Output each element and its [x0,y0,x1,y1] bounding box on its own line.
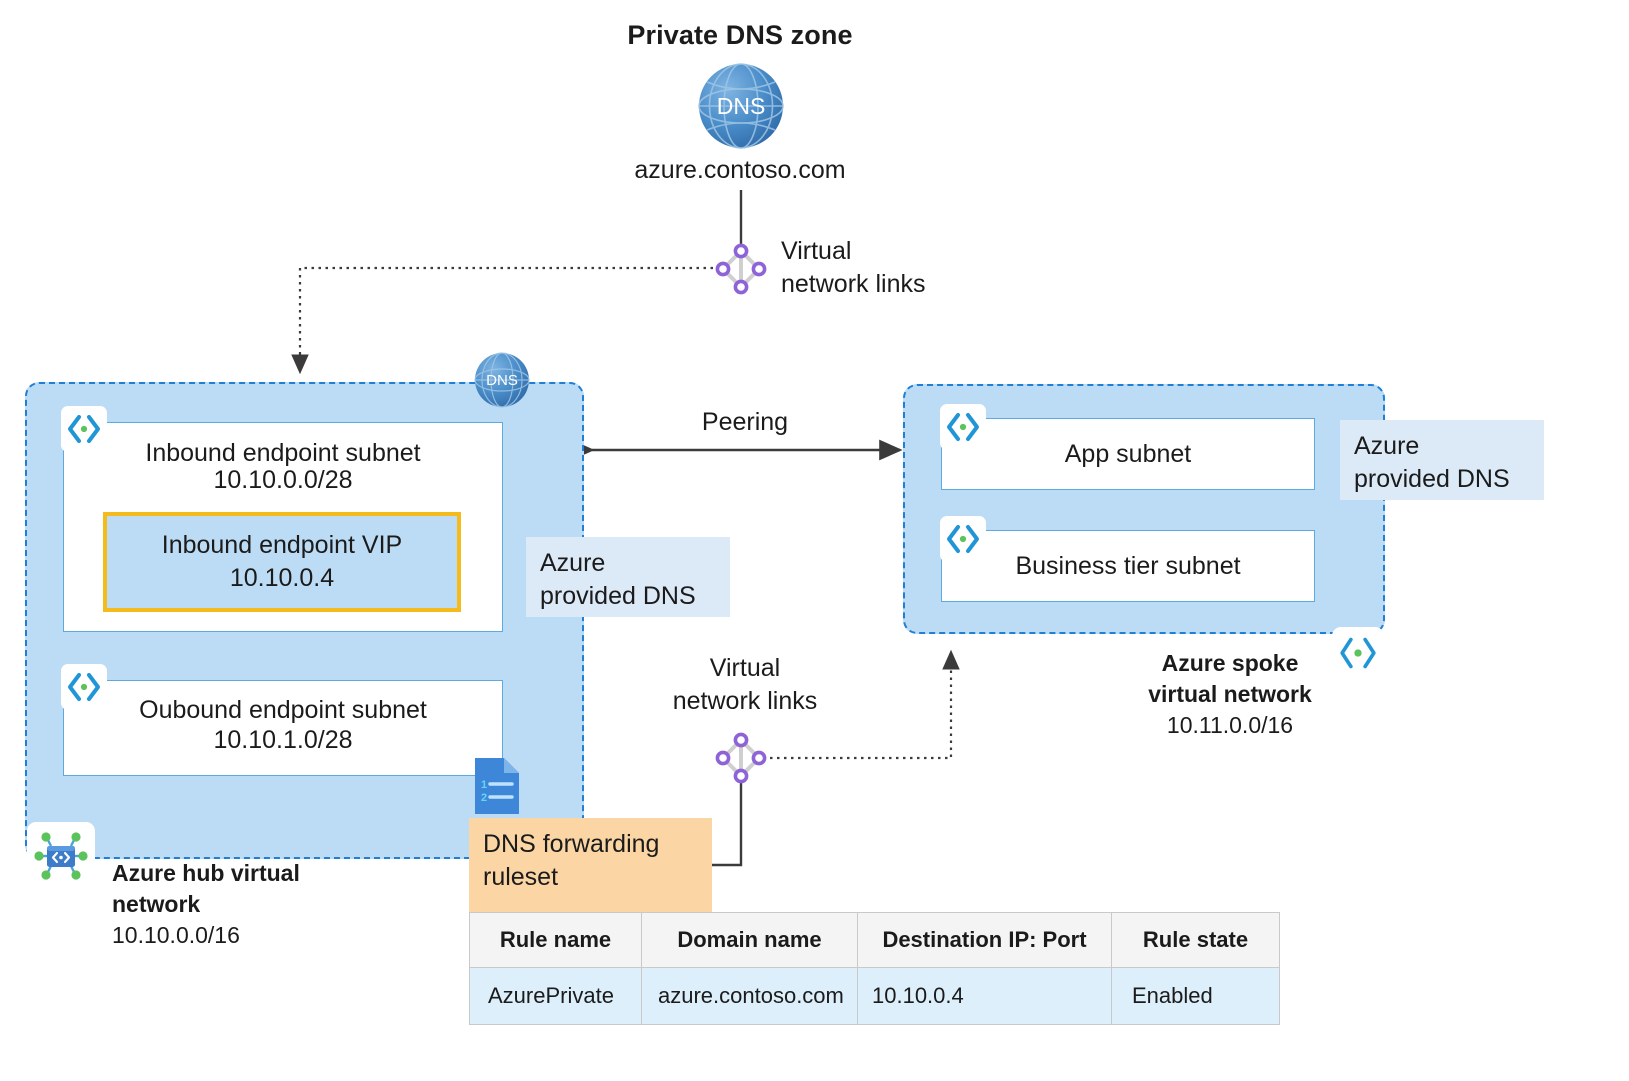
page-title: Private DNS zone [627,20,853,50]
subnet-outbound-endpoint-cidr: 10.10.1.0/28 [213,726,353,754]
subnet-business-tier-label: Business tier subnet [1015,551,1241,580]
subnet-app: App subnet [941,418,1315,490]
inbound-endpoint-vip: Inbound endpoint VIP 10.10.0.4 [103,512,461,612]
table-header-row: Rule name Domain name Destination IP: Po… [469,912,1280,968]
hub-vnet-cidr: 10.10.0.0/16 [112,922,240,948]
spoke-vnet-caption: Azure spoke virtual network [1148,650,1312,707]
virtual-network-icon-hub [27,822,95,890]
dns-globe-icon: DNS [698,63,784,149]
dns-forwarding-ruleset-table: Rule name Domain name Destination IP: Po… [469,912,1280,1025]
column-header-destination-ip-port: Destination IP: Port [857,912,1112,968]
cell-destination-ip-port: 10.10.0.4 [857,967,1112,1025]
subnet-icon-outbound [61,664,107,710]
subnet-outbound-endpoint: Oubound endpoint subnet [63,680,503,776]
peering-label: Peering [701,408,789,436]
virtual-network-links-icon-bottom [712,729,770,787]
subnet-inbound-endpoint-cidr: 10.10.0.0/28 [213,466,353,494]
hub-dns-globe-icon: DNS [474,352,530,408]
column-header-rule-name: Rule name [469,912,642,968]
table-row: AzurePrivate azure.contoso.com 10.10.0.4… [469,967,1280,1025]
column-header-domain-name: Domain name [641,912,858,968]
callout-azure-provided-dns-spoke: Azure provided DNS [1340,420,1544,500]
subnet-app-label: App subnet [1064,439,1192,468]
inbound-endpoint-vip-label: Inbound endpoint VIP [161,531,403,559]
virtual-network-links-icon-top [712,240,770,298]
svg-text:1: 1 [481,779,487,791]
subnet-icon-business-tier [940,516,986,562]
callout-azure-provided-dns-hub: Azure provided DNS [526,537,730,617]
spoke-vnet-cidr: 10.11.0.0/16 [1166,712,1294,738]
cell-rule-state: Enabled [1111,967,1280,1025]
callout-dns-forwarding-ruleset: DNS forwarding ruleset [469,818,712,914]
subnet-icon-app [940,404,986,450]
svg-text:DNS: DNS [486,372,518,389]
column-header-rule-state: Rule state [1111,912,1280,968]
subnet-inbound-endpoint-label: Inbound endpoint subnet [145,439,421,467]
subnet-outbound-endpoint-label: Oubound endpoint subnet [139,696,427,724]
subnet-icon-inbound [61,406,107,452]
inbound-endpoint-vip-address: 10.10.0.4 [229,564,335,592]
cell-rule-name: AzurePrivate [469,967,642,1025]
hub-vnet-caption: Azure hub virtual network [112,860,300,917]
private-dns-zone-domain: azure.contoso.com [634,156,846,184]
cell-domain-name: azure.contoso.com [641,967,858,1025]
subnet-business-tier: Business tier subnet [941,530,1315,602]
links-to-ruleset-line [712,782,743,867]
virtual-network-icon-spoke [1332,627,1384,679]
svg-text:DNS: DNS [717,93,766,119]
virtual-network-links-label-top: Virtual network links [781,237,926,298]
virtual-network-links-label-bottom: Virtual network links [672,654,818,715]
svg-text:2: 2 [481,792,487,804]
ruleset-document-icon: 1 2 [473,756,521,816]
